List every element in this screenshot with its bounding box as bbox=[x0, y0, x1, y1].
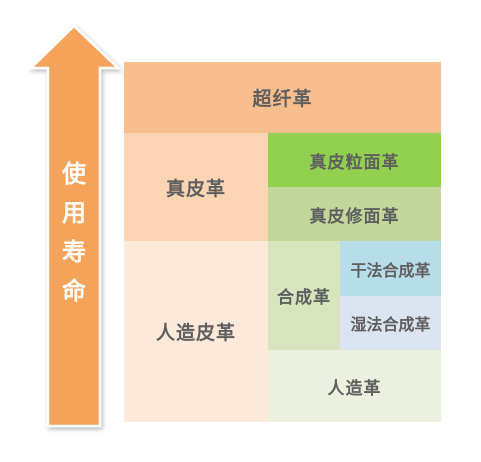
cell-chaoxian: 超纤革 bbox=[124, 62, 441, 133]
arrow-label-char: 命 bbox=[62, 277, 86, 305]
cell-ganfa: 干法合成革 bbox=[340, 241, 441, 296]
arrow-label-char: 寿 bbox=[62, 238, 86, 266]
cell-label: 干法合成革 bbox=[350, 260, 431, 280]
cell-label: 人造皮革 bbox=[155, 322, 236, 344]
cell-xiumian: 真皮修面革 bbox=[268, 187, 441, 241]
cell-shifa: 湿法合成革 bbox=[340, 296, 441, 350]
arrow-label-char: 用 bbox=[62, 199, 86, 227]
cell-label: 人造革 bbox=[327, 378, 382, 399]
arrow-label-char: 使 bbox=[62, 160, 86, 188]
cell-label: 合成革 bbox=[277, 288, 331, 308]
cell-lilian: 真皮粒面革 bbox=[268, 133, 441, 187]
cell-label: 真皮粒面革 bbox=[309, 152, 400, 173]
arrow-shape bbox=[27, 24, 122, 428]
cell-label: 超纤革 bbox=[252, 88, 313, 110]
cell-hecheng: 合成革 bbox=[268, 241, 340, 350]
cell-label: 湿法合成革 bbox=[350, 315, 431, 334]
cell-label: 真皮修面革 bbox=[309, 206, 400, 227]
cell-label: 真皮革 bbox=[165, 177, 226, 200]
arrow-label: 使 用 寿 命 bbox=[52, 155, 96, 311]
cell-renzaopi: 人造皮革 bbox=[124, 241, 268, 422]
cell-zhenpi: 真皮革 bbox=[124, 133, 268, 241]
lifespan-arrow bbox=[27, 24, 122, 428]
cell-renzao: 人造革 bbox=[268, 350, 441, 422]
